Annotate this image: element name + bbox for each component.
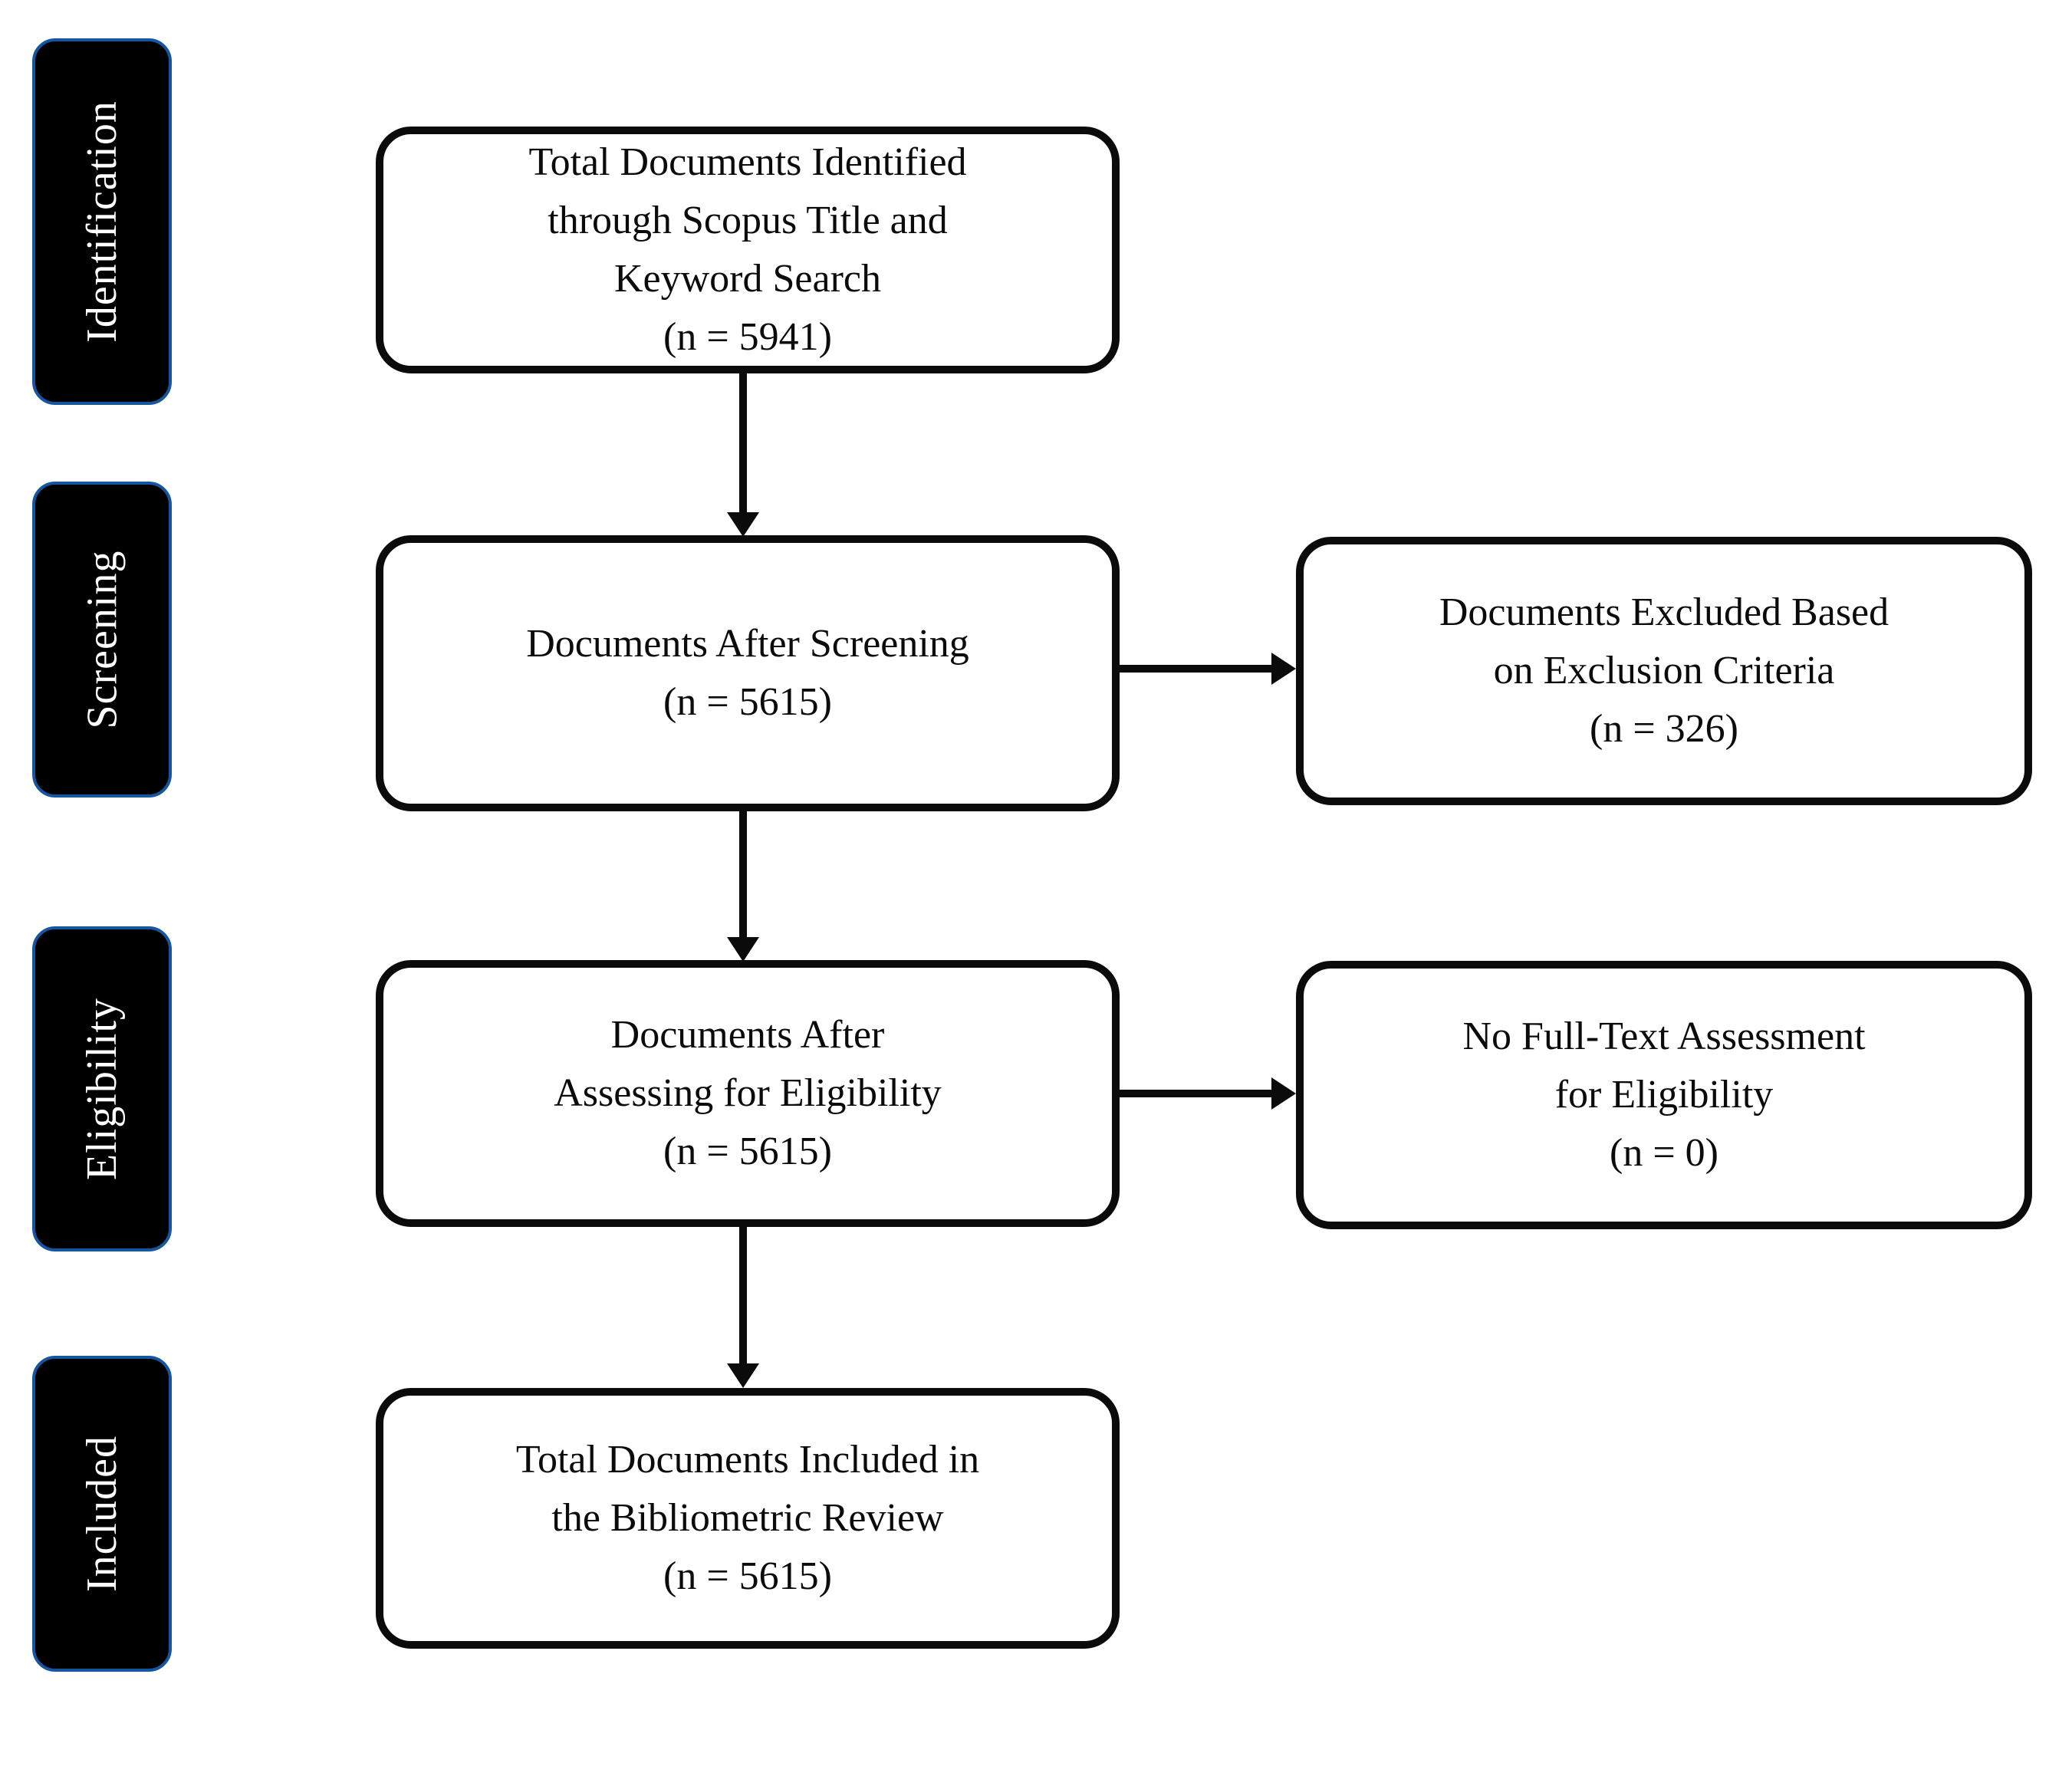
stage-screening-label: Screening (78, 550, 127, 729)
box-after-eligibility-text: Documents After Assessing for Eligibilit… (554, 1013, 942, 1173)
arrow-assessed-to-nofulltext-head (1271, 1077, 1296, 1110)
stage-identification-label: Identification (78, 100, 126, 343)
box-after-eligibility: Documents After Assessing for Eligibilit… (376, 960, 1120, 1227)
box-total-included: Total Documents Included in the Bibliome… (376, 1388, 1120, 1649)
box-total-identified-text: Total Documents Identified through Scopu… (528, 140, 967, 359)
stage-identification: Identification (32, 38, 172, 405)
arrow-screened-to-assessed-head (727, 937, 759, 962)
arrow-assessed-to-included-head (727, 1363, 759, 1388)
stage-screening: Screening (32, 482, 172, 798)
arrow-identified-to-screened-line (739, 373, 747, 514)
stage-included: Included (32, 1356, 172, 1672)
arrow-screened-to-excluded-head (1271, 653, 1296, 685)
arrow-identified-to-screened-head (727, 512, 759, 537)
arrow-assessed-to-nofulltext-line (1120, 1090, 1273, 1097)
box-after-screening: Documents After Screening (n = 5615) (376, 535, 1120, 811)
box-no-fulltext-text: No Full-Text Assessment for Eligibility … (1462, 1015, 1866, 1175)
box-no-fulltext: No Full-Text Assessment for Eligibility … (1296, 961, 2032, 1229)
box-total-identified: Total Documents Identified through Scopu… (376, 127, 1120, 373)
box-excluded: Documents Excluded Based on Exclusion Cr… (1296, 537, 2032, 805)
arrow-assessed-to-included-line (739, 1227, 747, 1365)
box-total-included-text: Total Documents Included in the Bibliome… (515, 1438, 980, 1598)
stage-eligibility: Eligibility (32, 926, 172, 1251)
arrow-screened-to-excluded-line (1120, 665, 1273, 673)
box-after-screening-text: Documents After Screening (n = 5615) (526, 622, 969, 724)
box-excluded-text: Documents Excluded Based on Exclusion Cr… (1439, 590, 1889, 751)
stage-included-label: Included (78, 1436, 127, 1592)
stage-eligibility-label: Eligibility (78, 997, 126, 1181)
arrow-screened-to-assessed-line (739, 811, 747, 939)
